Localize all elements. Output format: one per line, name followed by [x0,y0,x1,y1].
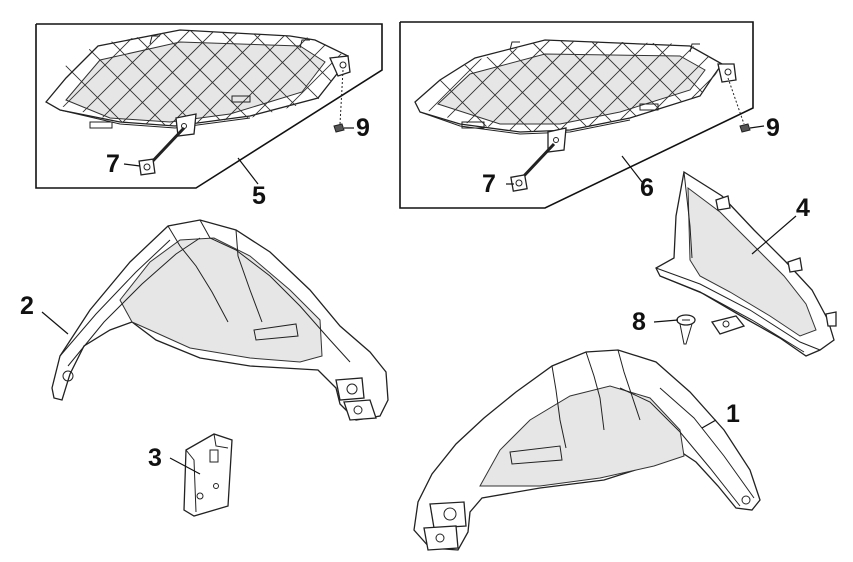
callout-9-left: 9 [356,114,370,142]
callout-5: 5 [252,182,266,210]
callout-7-right: 7 [482,170,496,198]
grille-left [45,29,351,176]
leader-lines [41,125,797,475]
callout-2: 2 [20,292,34,320]
fender-guard-right [413,349,761,551]
screw-clip [676,314,746,345]
callout-9-right: 9 [766,114,780,142]
bracket-plate [183,433,233,517]
callout-7-left: 7 [106,150,120,178]
fender-guard-left [51,219,389,421]
callout-8: 8 [632,308,646,336]
inset-frame-right [399,21,754,209]
inset-frame-left [35,23,383,189]
callout-4: 4 [796,194,810,222]
callout-3: 3 [148,444,162,472]
callout-6: 6 [640,174,654,202]
side-deflector [655,170,837,357]
grille-right [414,39,751,192]
callout-1: 1 [726,400,740,428]
